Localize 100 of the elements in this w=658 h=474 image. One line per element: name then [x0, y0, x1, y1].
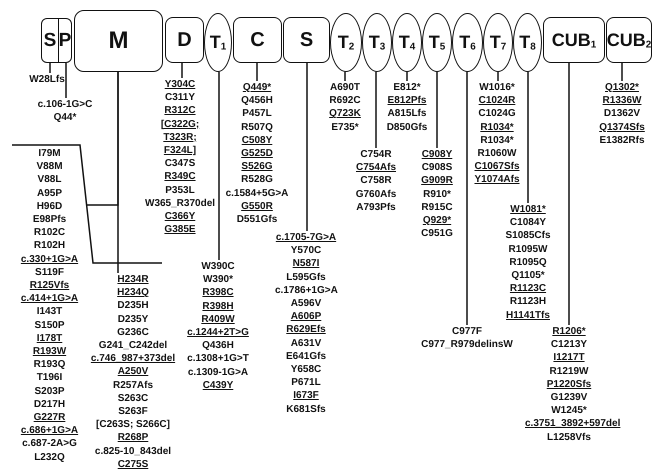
mutation-label: R1123H: [510, 295, 546, 309]
domain-label: T$_{7}$: [490, 32, 506, 53]
mutation-label: R507Q: [241, 120, 273, 134]
mutation-label: Y570C: [290, 244, 322, 258]
mutation-label: R528G: [241, 173, 273, 187]
mutation-label: R268P: [118, 431, 148, 445]
mutation-label: C347S: [164, 157, 196, 170]
mutation-label: K681Sfs: [286, 402, 326, 416]
mutation-label: C908S: [422, 161, 452, 174]
mutation-label: E735*: [331, 120, 359, 134]
mutation-label: G1239V: [550, 391, 588, 404]
mutation-label: R312C: [164, 104, 196, 118]
mutation-label: I143T: [36, 305, 62, 319]
mutation-label: C1024R: [478, 94, 516, 108]
connector-line: [466, 72, 468, 325]
connector-line: [527, 72, 529, 203]
mutation-label: R257Afs: [112, 378, 154, 392]
mutation-label: W390C: [201, 260, 235, 274]
mutation-label: R102H: [34, 239, 66, 253]
mutation-label: W1245*: [551, 404, 587, 418]
mutation-label: E812Pfs: [388, 94, 426, 108]
mutation-label: C1213Y: [550, 338, 588, 352]
mutation-label: W28Lfs: [29, 73, 65, 86]
connector-line: [406, 72, 408, 81]
mutation-label: C366Y: [164, 210, 196, 224]
mutation-label: S263C: [118, 392, 148, 406]
domain-label: T$_{3}$: [368, 32, 386, 53]
mutation-label: D850Gfs: [386, 120, 428, 134]
mutation-label: c.687-2A>G: [22, 437, 77, 451]
domain-box: [74, 10, 163, 72]
mutation-label: E1382Rfs: [599, 134, 645, 148]
mutation-label: P353L: [165, 184, 195, 197]
mutation-label: S1085Cfs: [505, 229, 551, 243]
mutation-label: C1067Sfs: [474, 160, 520, 174]
mutation-label: G241_C242del: [98, 339, 168, 352]
mutation-label: R1206*: [552, 325, 586, 338]
mutation-label: R1123C: [510, 282, 546, 296]
mutation-label: R910*: [423, 188, 451, 201]
mutation-label: G385E: [164, 223, 196, 236]
mutation-label: Q1374Sfs: [599, 120, 645, 134]
mutation-label: E98Pfs: [32, 213, 66, 226]
mutation-label: S263F: [118, 405, 148, 418]
mutation-label: G909R: [421, 174, 453, 188]
mutation-label: R398H: [202, 300, 234, 313]
mutation-label: R692C: [329, 94, 361, 108]
mutation-label: D235Y: [118, 312, 148, 326]
domain-label: D: [177, 28, 192, 52]
mutation-label: R398C: [202, 286, 234, 300]
mutation-label: A690T: [330, 81, 360, 94]
mutation-label: R193Q: [34, 358, 66, 372]
mutation-label: c.1309-1G>A: [188, 366, 248, 379]
mutation-label: D217H: [34, 398, 66, 412]
domain-label: CUB$_{2}$: [606, 30, 652, 50]
mutation-label: Q1302*: [605, 81, 639, 94]
mutation-label: Q929*: [422, 214, 452, 228]
mutation-label: S526G: [241, 160, 273, 174]
mutation-label: C275S: [118, 458, 148, 472]
domain-box: [543, 17, 605, 63]
connector-line: [181, 63, 183, 78]
mutation-label: I79M: [38, 147, 61, 160]
mutation-label: W365_R370del: [145, 196, 216, 210]
mutation-label: R915C: [421, 200, 453, 214]
mutation-label: R1034*: [480, 134, 514, 148]
mutation-label: H96D: [36, 200, 62, 214]
domain-box: [606, 17, 652, 63]
domain-box: [233, 17, 282, 63]
mutation-label: R102C: [34, 226, 66, 240]
mutation-label: [C263S; S266C]: [96, 418, 170, 432]
mutation-label: E641Gfs: [286, 350, 326, 364]
mutation-label: L595Gfs: [286, 270, 326, 284]
mutation-label: G760Afs: [356, 188, 396, 201]
mutation-label: D1362V: [604, 107, 640, 121]
mutation-label: S150P: [34, 318, 65, 332]
mutation-label: Q436H: [202, 339, 234, 352]
mutation-label: C439Y: [202, 378, 234, 392]
domain-label: T$_{2}$: [338, 32, 354, 53]
mutation-label: V88L: [38, 173, 62, 187]
mutation-label: c.825-10_843del: [94, 444, 172, 458]
mutation-label: A793Pfs: [356, 200, 396, 214]
mutation-label: A631V: [290, 336, 322, 350]
mutation-label: C1024G: [478, 107, 516, 121]
mutation-label: c.106-1G>C: [38, 98, 92, 112]
mutation-label: R1336W: [602, 94, 642, 108]
mutation-label: c.1584+5G>A: [226, 186, 288, 200]
connector-line: [375, 72, 377, 148]
mutation-label: A596V: [290, 297, 322, 310]
mutation-label: R125Vfs: [30, 279, 70, 292]
mutation-label: Y304C: [164, 78, 196, 92]
mutation-label: G525D: [241, 147, 273, 160]
mutation-label: E812*: [393, 81, 421, 94]
mutation-label: N587I: [292, 257, 320, 271]
mutation-label: I178T: [36, 332, 62, 346]
mutation-label: c.746_987+373del: [90, 352, 176, 366]
connector-line: [117, 72, 119, 273]
mutation-label: I1217T: [553, 351, 585, 365]
domain-label: M: [108, 27, 128, 55]
mutation-label: Q723K: [329, 107, 361, 121]
mutation-label: R193W: [32, 345, 66, 358]
mutation-label: R349C: [164, 170, 196, 184]
domain-label: S: [300, 28, 314, 52]
